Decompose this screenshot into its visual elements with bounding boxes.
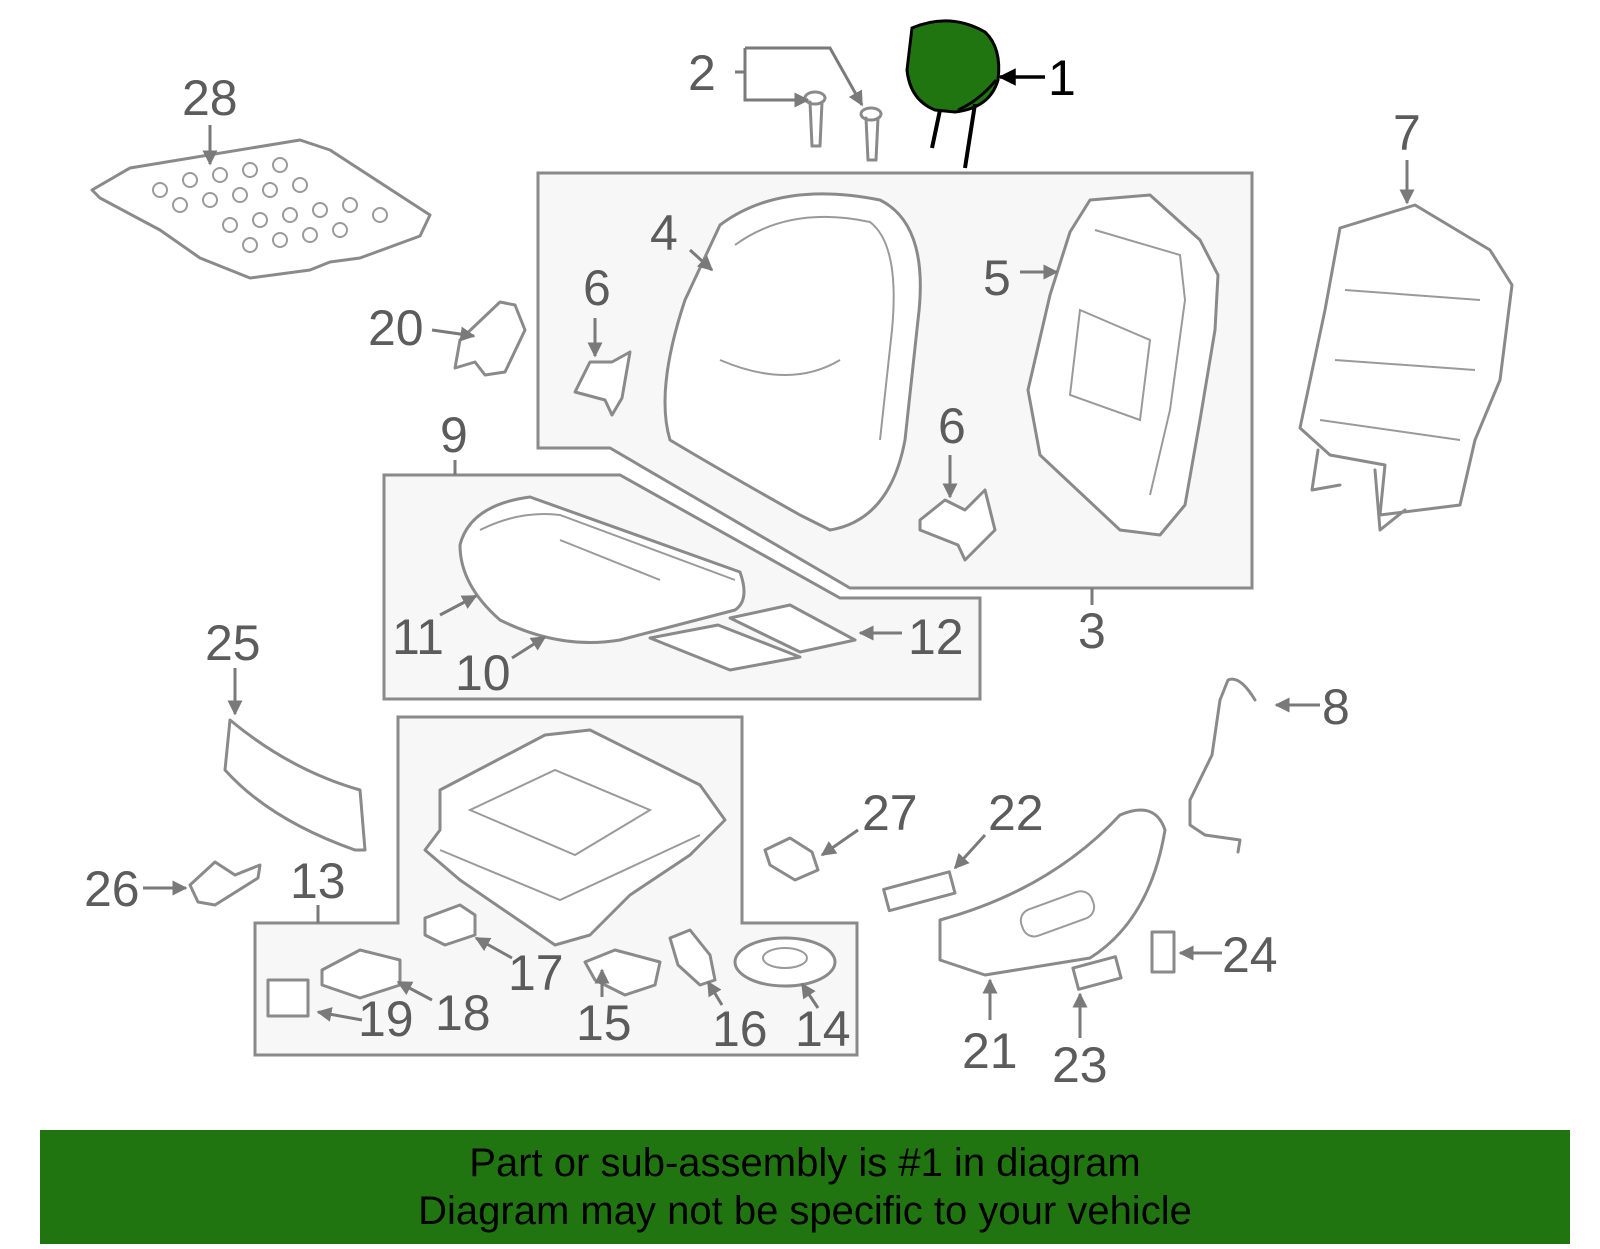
callout-8: 8 <box>1322 679 1350 735</box>
callout-28: 28 <box>182 70 238 126</box>
seatback-frame-part[interactable] <box>1026 193 1220 537</box>
mat-part[interactable] <box>90 138 432 280</box>
seatback-back-panel-part[interactable] <box>1298 203 1514 532</box>
side-cover-part-21[interactable] <box>938 808 1167 977</box>
leader-16 <box>706 980 724 1006</box>
callout-4: 4 <box>650 205 678 261</box>
clip-part[interactable] <box>188 860 262 907</box>
callout-26: 26 <box>84 861 140 917</box>
leader-20 <box>431 326 476 342</box>
callout-5: 5 <box>983 250 1011 306</box>
motor-part-14[interactable] <box>733 936 837 988</box>
leader-27 <box>820 828 859 857</box>
leader-19 <box>316 1007 363 1022</box>
callout-22: 22 <box>988 785 1044 841</box>
headrest-guide-part[interactable] <box>803 90 883 162</box>
leader-18 <box>396 980 433 1002</box>
wiring-harness-part[interactable] <box>1188 677 1257 854</box>
callout-9: 9 <box>440 407 468 463</box>
seat-track-part[interactable] <box>423 728 727 947</box>
callout-1: 1 <box>1048 50 1076 106</box>
callout-6b: 6 <box>938 398 966 454</box>
bracket-part-a[interactable] <box>573 350 632 417</box>
leader-4 <box>688 248 714 272</box>
clip-part-27[interactable] <box>763 836 820 882</box>
seat-parts-diagram: 1 2 28 20 4 6 5 6 7 3 9 11 10 12 8 25 26… <box>84 19 1514 1093</box>
connector-part-19[interactable] <box>266 978 310 1018</box>
info-banner: Part or sub-assembly is #1 in diagram Di… <box>40 1130 1570 1244</box>
callout-11: 11 <box>392 609 444 665</box>
callout-23: 23 <box>1052 1037 1108 1093</box>
callout-17: 17 <box>508 945 564 1001</box>
banner-line-1: Part or sub-assembly is #1 in diagram <box>469 1141 1141 1185</box>
leader-10 <box>511 635 547 660</box>
leader-14 <box>800 982 820 1009</box>
headrest-part[interactable] <box>905 19 1001 169</box>
switch-part-22[interactable] <box>882 870 957 913</box>
callout-3: 3 <box>1078 603 1106 659</box>
trim-cover-part[interactable] <box>453 300 527 377</box>
leader-17 <box>474 936 513 960</box>
cushion-pad-part[interactable] <box>648 603 857 672</box>
leader-11 <box>439 594 478 617</box>
callout-6a: 6 <box>583 260 611 316</box>
callout-24: 24 <box>1222 927 1278 983</box>
switch-knob-part-24[interactable] <box>1150 930 1176 974</box>
side-shield-part[interactable] <box>223 718 367 852</box>
leader-2 <box>735 46 862 105</box>
callout-13: 13 <box>290 853 346 909</box>
callout-25: 25 <box>205 615 261 671</box>
callout-2: 2 <box>688 45 716 101</box>
callout-20: 20 <box>368 300 424 356</box>
callout-12: 12 <box>908 609 964 665</box>
module-part-17[interactable] <box>423 903 477 947</box>
callout-16: 16 <box>712 1001 768 1057</box>
callout-7: 7 <box>1393 105 1421 161</box>
callout-14: 14 <box>795 1001 851 1057</box>
callout-27: 27 <box>862 785 918 841</box>
callout-19: 19 <box>358 991 414 1047</box>
callout-10: 10 <box>455 645 511 701</box>
cover-part-16[interactable] <box>668 928 717 987</box>
cushion-part[interactable] <box>458 495 746 644</box>
banner-line-2: Diagram may not be specific to your vehi… <box>418 1189 1192 1233</box>
bracket-part-b[interactable] <box>918 488 997 562</box>
callout-21: 21 <box>962 1023 1018 1079</box>
switch-part-23[interactable] <box>1071 955 1123 991</box>
seatback-cover-part[interactable] <box>663 192 922 532</box>
callout-18: 18 <box>435 985 491 1041</box>
leader-22 <box>953 833 987 870</box>
callout-15: 15 <box>576 995 632 1051</box>
